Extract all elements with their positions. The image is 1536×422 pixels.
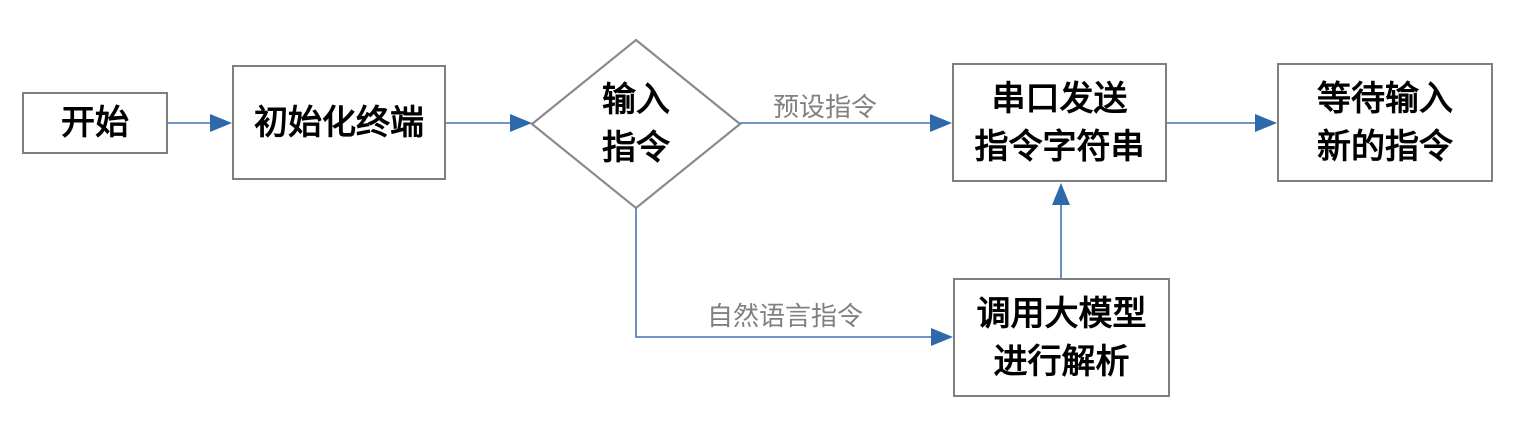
arrowhead-right-icon bbox=[931, 328, 953, 346]
arrowhead-right-icon bbox=[1255, 114, 1277, 132]
node-call-llm-label-line1: 调用大模型 bbox=[976, 294, 1147, 333]
node-init-terminal: 初始化终端 bbox=[232, 65, 446, 180]
node-wait-new-command-label-line1: 等待输入 bbox=[1317, 79, 1453, 118]
node-wait-new-command-label-line2: 新的指令 bbox=[1317, 127, 1453, 166]
arrowhead-right-icon bbox=[210, 114, 232, 132]
node-wait-new-command: 等待输入 新的指令 bbox=[1277, 63, 1493, 182]
node-serial-send: 串口发送 指令字符串 bbox=[952, 63, 1167, 182]
node-call-llm-label-line2: 进行解析 bbox=[993, 342, 1130, 381]
node-call-llm: 调用大模型 进行解析 bbox=[953, 278, 1170, 397]
node-serial-send-label-line1: 串口发送 bbox=[991, 79, 1128, 118]
node-start: 开始 bbox=[22, 92, 168, 154]
node-input-command: 输入 指令 bbox=[536, 42, 736, 206]
arrowhead-right-icon bbox=[930, 114, 952, 132]
arrowhead-up-icon bbox=[1052, 183, 1070, 205]
node-serial-send-label-line2: 指令字符串 bbox=[974, 127, 1145, 166]
connector-decision-to-model bbox=[635, 208, 934, 338]
node-init-terminal-label: 初始化终端 bbox=[254, 103, 424, 142]
edge-label-preset-command: 预设指令 bbox=[772, 92, 877, 122]
node-input-command-label-line2: 指令 bbox=[602, 129, 670, 167]
node-input-command-label-line1: 输入 bbox=[602, 81, 670, 119]
edge-label-natural-language-command: 自然语言指令 bbox=[706, 301, 863, 331]
node-start-label: 开始 bbox=[61, 104, 129, 142]
arrowhead-right-icon bbox=[510, 114, 532, 132]
